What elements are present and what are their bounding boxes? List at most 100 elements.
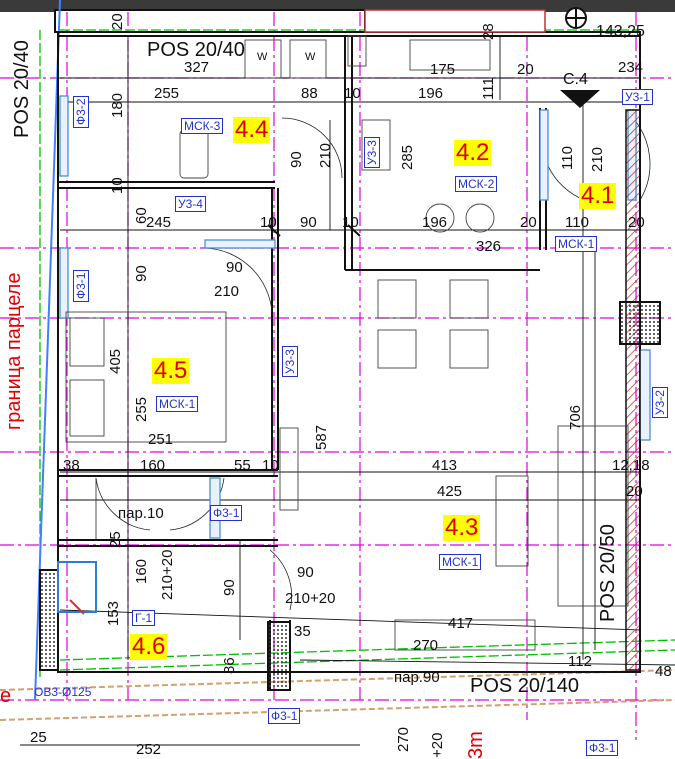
room-4-5-code: МСК-1 xyxy=(156,396,199,412)
dim: 210+20 xyxy=(159,549,176,600)
dim: 10 xyxy=(344,85,361,102)
dim: 110 xyxy=(559,146,576,170)
dim: 88 xyxy=(301,85,318,102)
dim: 90 xyxy=(133,265,150,282)
frag-e: е xyxy=(0,685,12,707)
dim: 255 xyxy=(133,396,150,422)
tag-par10: пар.10 xyxy=(118,505,164,522)
dim: 55 xyxy=(234,457,251,474)
dim-lines xyxy=(20,36,675,746)
room-4-3-code: МСК-1 xyxy=(439,554,482,570)
pos-top-left: POS 20/40 xyxy=(11,40,33,138)
vent-unit xyxy=(57,561,97,613)
tag-f3-1-mid: Ф3-1 xyxy=(210,505,243,521)
dim: 417 xyxy=(448,615,474,632)
tag-f3-1-right: Ф3-1 xyxy=(586,740,619,756)
dim: 90 xyxy=(297,564,314,581)
dim: 587 xyxy=(313,424,330,450)
pos-top: POS 20/40 xyxy=(147,39,245,61)
dim: 326 xyxy=(476,238,502,255)
room-4-4: 4.4 xyxy=(233,116,271,143)
dim: 270 xyxy=(395,726,412,752)
tag-f3-2: Ф3-2 xyxy=(73,95,89,128)
section-arrow xyxy=(560,90,600,108)
dim: 48 xyxy=(655,663,672,680)
room-4-4-code: МСК-3 xyxy=(181,118,224,134)
dim: 90 xyxy=(288,151,305,168)
dim: 706 xyxy=(567,404,584,430)
top-hatch-wall xyxy=(364,9,546,33)
frag-3m: 3m xyxy=(465,731,487,759)
dim: 60 xyxy=(133,207,150,224)
tag-f3-1-bottom: Ф3-1 xyxy=(268,708,301,724)
furniture xyxy=(65,35,629,651)
dim: 175 xyxy=(430,61,456,78)
dim: 111 xyxy=(480,77,497,100)
dim: 405 xyxy=(107,348,124,374)
dim: 160 xyxy=(140,457,166,474)
axis-lines xyxy=(0,12,675,740)
dim: 196 xyxy=(418,85,444,102)
walls xyxy=(57,31,641,690)
dim: 196 xyxy=(422,214,448,231)
dim: 110 xyxy=(565,214,589,231)
room-4-2-code: МСК-2 xyxy=(455,176,498,192)
pos-right: POS 20/50 xyxy=(597,524,619,622)
dim: 90 xyxy=(300,214,317,231)
tag-u3-2: У3-2 xyxy=(652,387,668,418)
dim: 234 xyxy=(618,59,644,76)
room-4-6: 4.6 xyxy=(130,633,168,660)
dim: 160 xyxy=(133,558,150,584)
dim: 10 xyxy=(260,214,277,231)
dim: 327 xyxy=(184,59,210,76)
dim: 25 xyxy=(30,729,47,746)
dim: 255 xyxy=(154,85,180,102)
column-right xyxy=(619,301,661,345)
room-4-6-code: Г-1 xyxy=(132,610,156,626)
dim: 20 xyxy=(626,483,643,500)
dim: 285 xyxy=(399,144,416,170)
dim: 210 xyxy=(214,283,240,300)
room-4-1: 4.1 xyxy=(579,182,617,209)
dim: 35 xyxy=(294,623,311,640)
tag-u3-3-mid: У3-3 xyxy=(282,346,298,377)
tag-vent: ОВ3-Ø125 xyxy=(34,685,92,699)
dim: 112 xyxy=(568,653,592,670)
dim: 20 xyxy=(109,13,126,30)
dim: 28 xyxy=(480,23,497,40)
dim: 425 xyxy=(437,483,463,500)
tag-par90: пар.90 xyxy=(394,669,440,686)
dim: 413 xyxy=(432,457,458,474)
tag-u3-3-kitchen: У3-3 xyxy=(364,137,380,168)
dim: 210+20 xyxy=(285,590,336,607)
dim: 252 xyxy=(136,741,162,758)
room-4-2: 4.2 xyxy=(454,139,492,166)
column-bottom xyxy=(267,621,291,691)
dim: 210 xyxy=(317,142,334,168)
column-left xyxy=(39,569,59,671)
room-4-1-code: МСК-1 xyxy=(555,236,598,252)
dim: 153 xyxy=(105,600,122,626)
fixture-w2: W xyxy=(305,51,316,63)
room-4-5: 4.5 xyxy=(152,357,190,384)
top-wall-white xyxy=(54,9,366,33)
dim: 86 xyxy=(221,657,238,674)
dim: 20 xyxy=(517,61,534,78)
dim: 90 xyxy=(221,579,238,596)
pos-bottom: POS 20/140 xyxy=(470,675,579,697)
dim: 90 xyxy=(226,259,243,276)
dim: 20 xyxy=(520,214,537,231)
dim: 25 xyxy=(107,531,124,548)
dim: 20 xyxy=(628,214,645,231)
right-wall-hatch xyxy=(625,109,641,671)
tag-u3-1: У3-1 xyxy=(622,89,653,105)
tag-f3-1-left: Ф3-1 xyxy=(73,269,89,302)
dim: 251 xyxy=(148,431,174,448)
dim: 180 xyxy=(109,92,126,118)
dim: 210 xyxy=(589,146,606,172)
dim: 270 xyxy=(413,637,439,654)
parcel-border-label: граница парцеле xyxy=(3,272,25,430)
dim: 10 xyxy=(109,177,126,194)
